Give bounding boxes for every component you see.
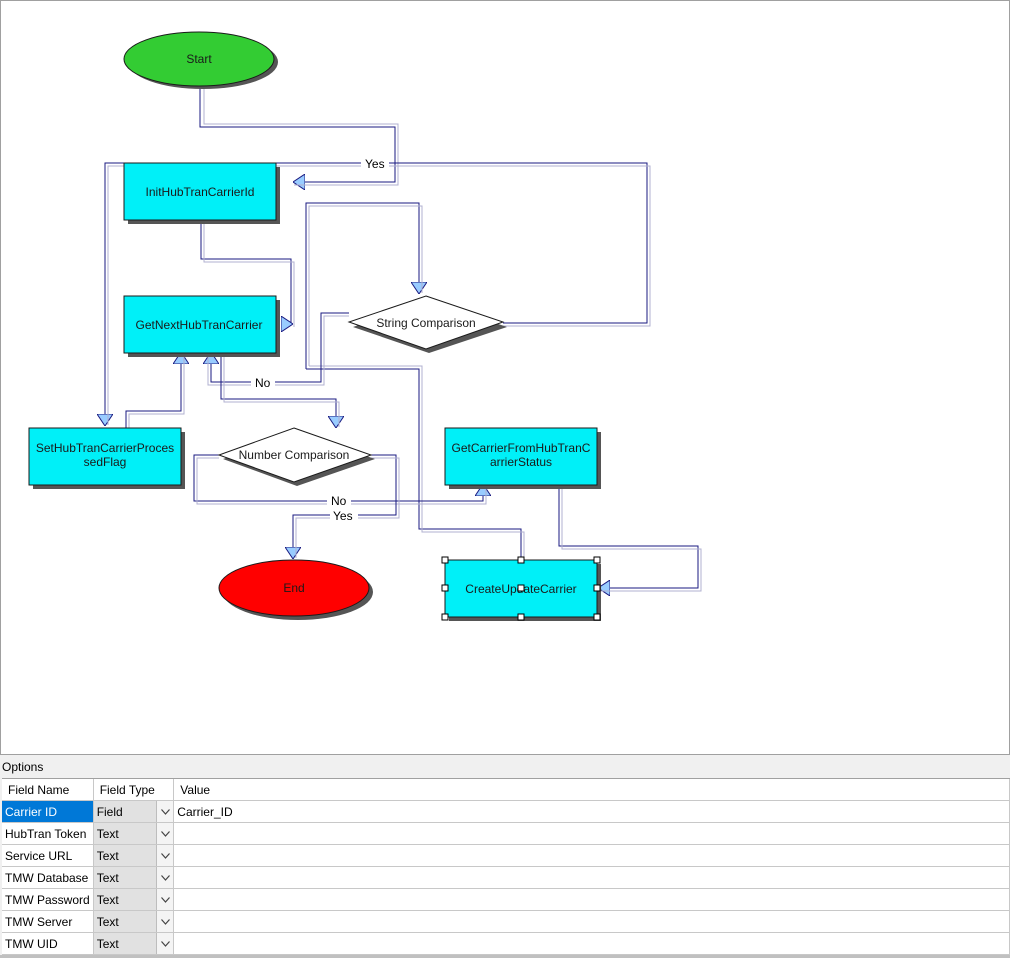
edge-label-no-mid: No	[255, 376, 271, 390]
node-set-hubtran-carrier-processed-flag[interactable]: SetHubTranCarrierProces sedFlag	[28, 427, 185, 489]
node-number-comparison[interactable]: Number Comparison	[217, 427, 375, 486]
node-start-label: Start	[186, 52, 212, 66]
edge-getnext-number	[220, 353, 339, 427]
node-create-update-carrier[interactable]: CreateUpdateCarrier	[441, 556, 601, 621]
edge-number-yes	[293, 454, 400, 558]
flowchart-canvas[interactable]: Yes No No Yes Start InitHubTranCarrierId…	[0, 0, 1010, 755]
field-type-select[interactable]: Field	[93, 800, 175, 823]
edge-init-setflag	[105, 162, 124, 425]
column-header-value[interactable]: Value	[173, 779, 1010, 801]
field-type-value: Text	[96, 848, 119, 863]
field-type-value: Text	[96, 826, 119, 841]
chevron-down-icon[interactable]	[156, 845, 174, 866]
field-type-value: Field	[96, 804, 123, 819]
selection-handles[interactable]	[441, 556, 601, 621]
edge-string-no	[208, 312, 349, 386]
field-type-select[interactable]: Text	[93, 866, 175, 889]
edge-number-no	[193, 454, 486, 505]
node-string-comparison-label: String Comparison	[376, 316, 475, 330]
chevron-down-icon[interactable]	[156, 889, 174, 910]
node-get-carrier-label-line1: GetCarrierFromHubTranC	[452, 441, 591, 455]
field-type-select[interactable]: Text	[93, 844, 175, 867]
edge-init-getnext	[200, 220, 295, 327]
node-init-label: InitHubTranCarrierId	[146, 185, 255, 199]
node-end[interactable]: End	[218, 559, 373, 620]
node-number-comparison-label: Number Comparison	[239, 448, 350, 462]
edge-to-string	[305, 202, 525, 557]
chevron-down-icon[interactable]	[156, 911, 174, 932]
field-value-cell[interactable]	[173, 932, 1010, 955]
chevron-down-icon[interactable]	[156, 933, 174, 954]
field-value-cell[interactable]	[173, 844, 1010, 867]
field-type-select[interactable]: Text	[93, 910, 175, 933]
flowchart-diagram: Yes No No Yes Start InitHubTranCarrierId…	[28, 31, 702, 621]
field-value-cell[interactable]	[173, 910, 1010, 933]
field-type-select[interactable]: Text	[93, 888, 175, 911]
edge-setflag-getnext	[125, 353, 184, 428]
field-name-cell[interactable]: TMW Password	[2, 888, 94, 911]
field-name-cell[interactable]: TMW Server	[2, 910, 94, 933]
field-type-value: Text	[96, 914, 119, 929]
field-type-select[interactable]: Text	[93, 822, 175, 845]
field-value-cell[interactable]: Carrier_ID	[173, 800, 1010, 823]
options-header-row: Field Name Field Type Value	[2, 779, 1010, 801]
edge-label-yes-bottom: Yes	[333, 509, 353, 523]
edge-label-no-bottom: No	[331, 494, 347, 508]
field-type-value: Text	[96, 936, 119, 951]
column-header-field-type[interactable]: Field Type	[93, 779, 175, 801]
edge-label-yes-top: Yes	[365, 157, 385, 171]
field-name-cell[interactable]: Service URL	[2, 844, 94, 867]
chevron-down-icon[interactable]	[156, 801, 174, 822]
field-type-select[interactable]: Text	[93, 932, 175, 955]
field-value-cell[interactable]	[173, 866, 1010, 889]
node-get-next-label: GetNextHubTranCarrier	[136, 318, 263, 332]
node-set-flag-label-line1: SetHubTranCarrierProces	[36, 441, 174, 455]
chevron-down-icon[interactable]	[156, 823, 174, 844]
edge-start-init	[199, 88, 399, 185]
field-type-value: Text	[96, 870, 119, 885]
field-name-cell[interactable]: Carrier ID	[2, 800, 94, 823]
node-get-next-hubtran-carrier[interactable]: GetNextHubTranCarrier	[123, 295, 280, 357]
field-value-cell[interactable]	[173, 822, 1010, 845]
node-get-carrier-from-hubtran-carrier-status[interactable]: GetCarrierFromHubTranC arrierStatus	[444, 427, 601, 489]
field-name-cell[interactable]: TMW Database	[2, 866, 94, 889]
bottom-border	[0, 955, 1010, 958]
node-string-comparison[interactable]: String Comparison	[347, 295, 507, 353]
column-header-field-name[interactable]: Field Name	[2, 779, 94, 801]
node-end-label: End	[283, 581, 304, 595]
field-type-value: Text	[96, 892, 119, 907]
field-name-cell[interactable]: TMW UID	[2, 932, 94, 955]
node-set-flag-label-line2: sedFlag	[84, 455, 127, 469]
edge-string-yes	[276, 162, 651, 327]
node-start[interactable]: Start	[123, 31, 278, 89]
options-panel-title: Options	[2, 760, 44, 774]
node-get-carrier-label-line2: arrierStatus	[490, 455, 552, 469]
field-name-cell[interactable]: HubTran Token	[2, 822, 94, 845]
edge-getcarrier-create	[558, 485, 702, 591]
chevron-down-icon[interactable]	[156, 867, 174, 888]
field-value-cell[interactable]	[173, 888, 1010, 911]
node-init-hubtran-carrier-id[interactable]: InitHubTranCarrierId	[123, 162, 280, 224]
